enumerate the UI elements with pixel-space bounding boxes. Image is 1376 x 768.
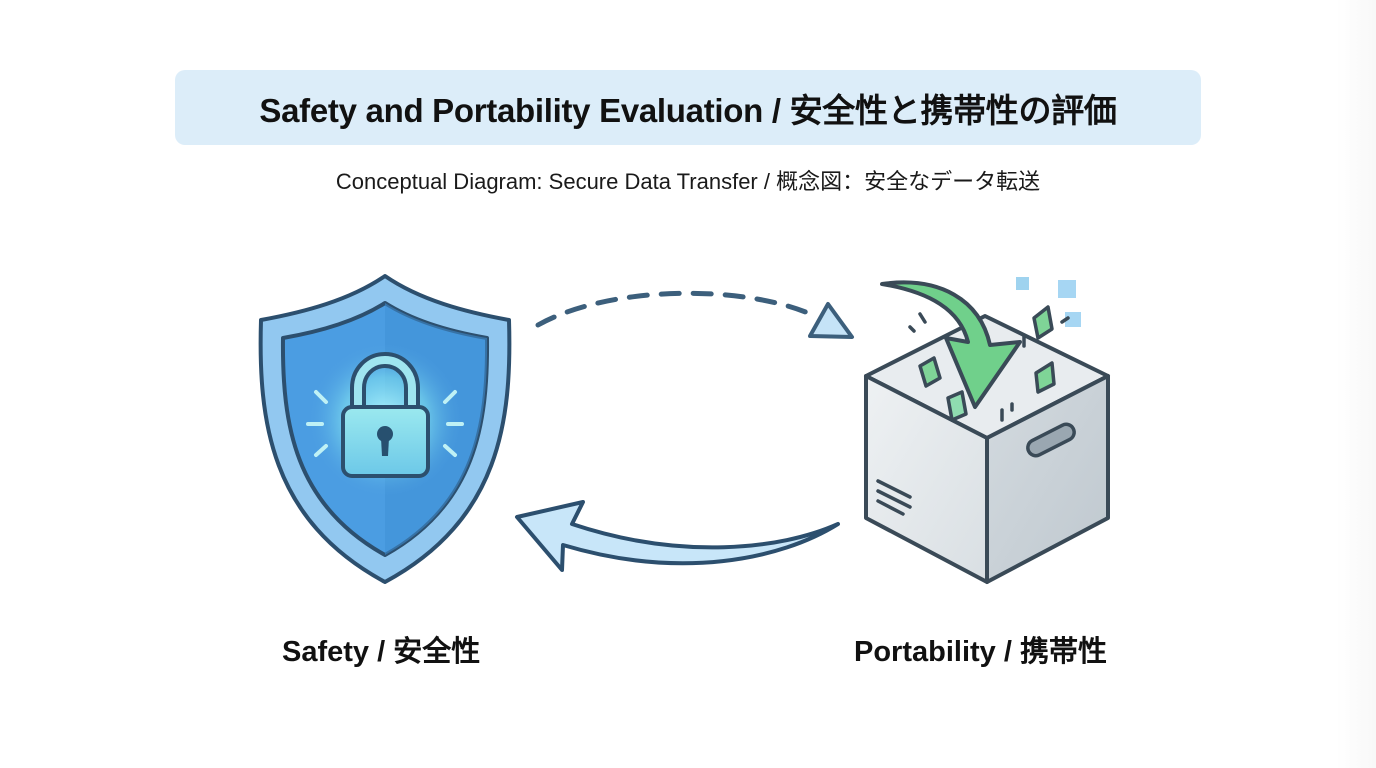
curved-arrow-left-icon	[515, 500, 840, 572]
page-subtitle: Conceptual Diagram: Secure Data Transfer…	[335, 169, 1041, 194]
dashed-arrow-right-icon	[535, 290, 854, 339]
node-label-portability: Portability / 携帯性	[854, 636, 1107, 668]
node-label-safety: Safety / 安全性	[282, 636, 481, 668]
box-with-arrow-icon	[864, 277, 1110, 584]
title-banner: Safety and Portability Evaluation / 安全性と…	[175, 70, 1201, 145]
shield-lock-icon	[258, 274, 512, 584]
page-title: Safety and Portability Evaluation / 安全性と…	[259, 91, 1117, 129]
background-edge	[1336, 0, 1376, 768]
